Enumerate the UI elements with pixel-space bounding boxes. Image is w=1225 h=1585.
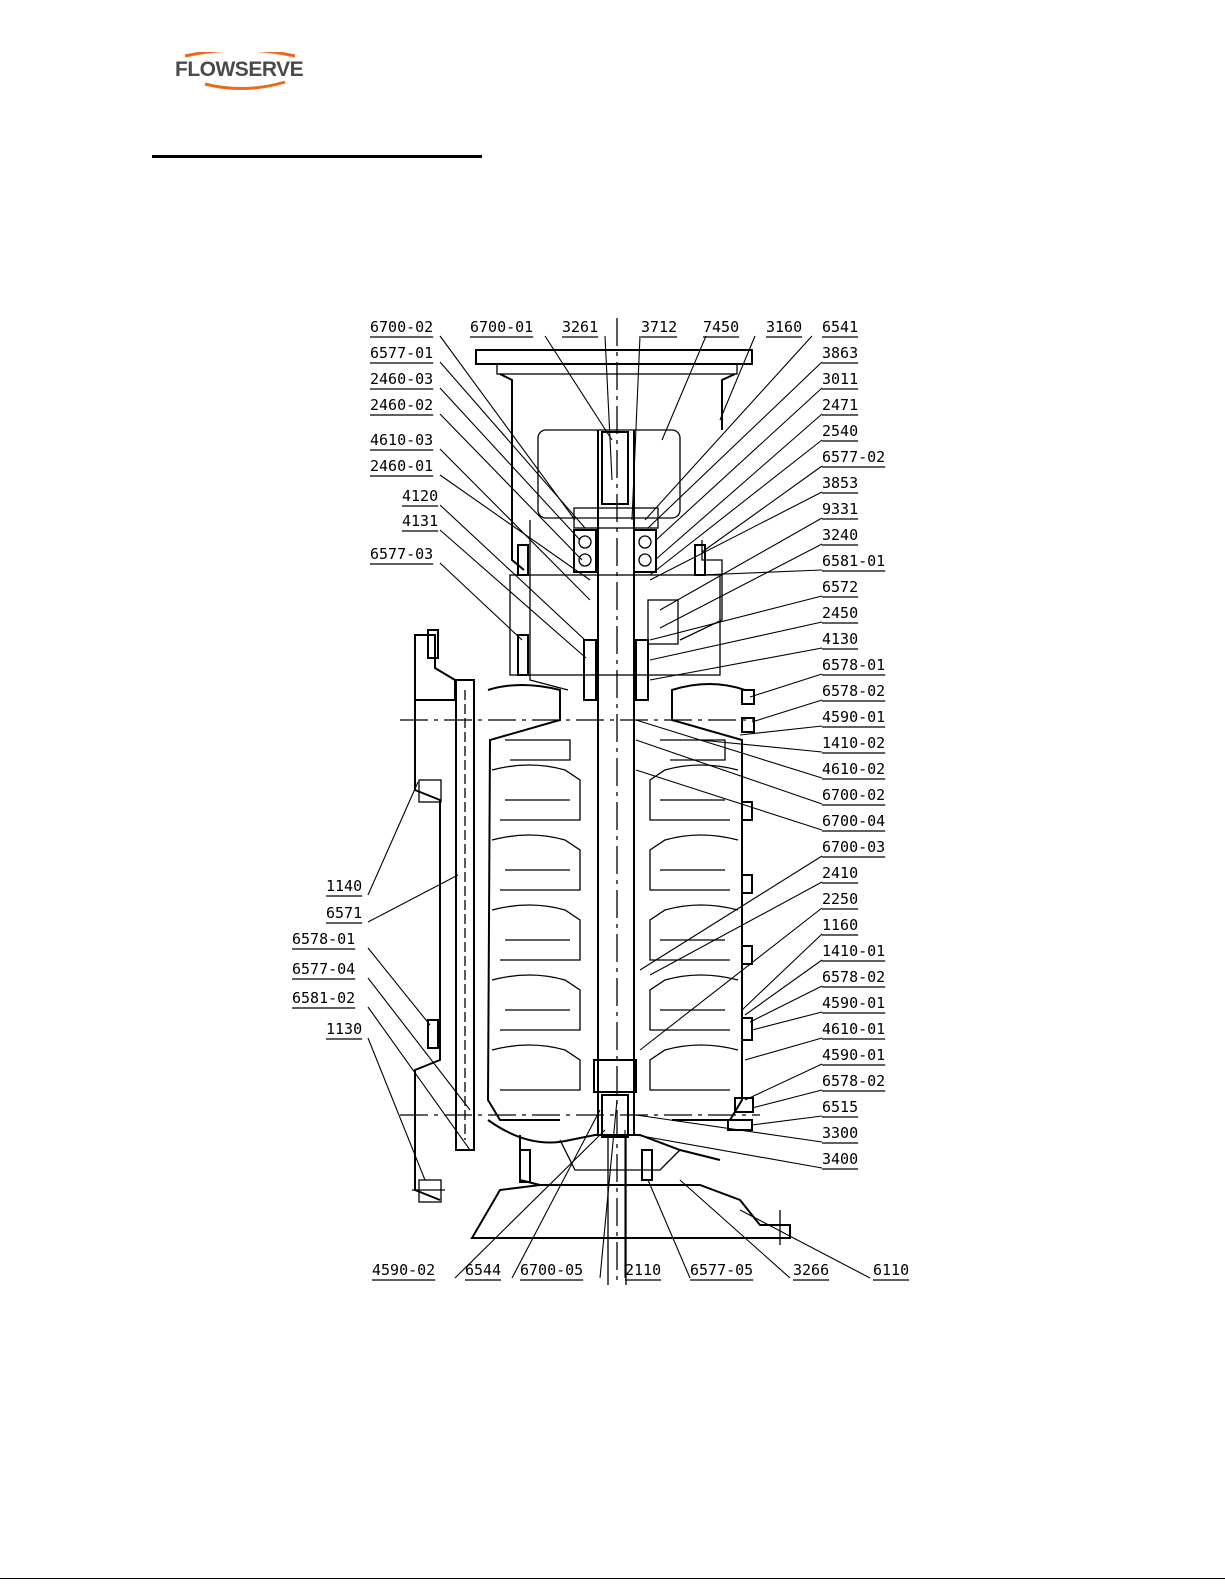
part-label: 2471 bbox=[822, 396, 858, 414]
part-label: 4590-01 bbox=[822, 994, 885, 1012]
part-label: 6577-03 bbox=[370, 545, 433, 563]
part-label: 3160 bbox=[766, 318, 802, 336]
part-label: 1410-01 bbox=[822, 942, 885, 960]
part-label: 2410 bbox=[822, 864, 858, 882]
part-label: 6577-05 bbox=[690, 1261, 753, 1279]
part-label: 4590-01 bbox=[822, 708, 885, 726]
part-label: 3300 bbox=[822, 1124, 858, 1142]
part-label: 6700-02 bbox=[822, 786, 885, 804]
part-label: 4590-01 bbox=[822, 1046, 885, 1064]
part-label: 3863 bbox=[822, 344, 858, 362]
part-label: 2460-03 bbox=[370, 370, 433, 388]
part-label: 2250 bbox=[822, 890, 858, 908]
part-label: 2460-02 bbox=[370, 396, 433, 414]
part-label: 4120 bbox=[402, 487, 438, 505]
stage-diffusers-left bbox=[491, 739, 581, 1091]
part-label: 6700-01 bbox=[470, 318, 533, 336]
part-label: 3011 bbox=[822, 370, 858, 388]
part-label: 6578-02 bbox=[822, 682, 885, 700]
bottom-rule bbox=[0, 1578, 1225, 1579]
part-label: 2460-01 bbox=[370, 457, 433, 475]
part-label: 6571 bbox=[326, 904, 362, 922]
part-label: 6110 bbox=[873, 1261, 909, 1279]
part-label: 4610-03 bbox=[370, 431, 433, 449]
part-label: 6577-02 bbox=[822, 448, 885, 466]
part-label: 7450 bbox=[703, 318, 739, 336]
part-label: 6577-01 bbox=[370, 344, 433, 362]
part-label: 6578-01 bbox=[822, 656, 885, 674]
part-labels: 6700-02 6700-01 3261 3712 7450 3160 6541… bbox=[292, 318, 910, 1281]
part-label: 3261 bbox=[562, 318, 598, 336]
part-label: 1130 bbox=[326, 1020, 362, 1038]
part-label: 1140 bbox=[326, 877, 362, 895]
part-label: 3712 bbox=[641, 318, 677, 336]
part-label: 4131 bbox=[402, 512, 438, 530]
part-label: 6541 bbox=[822, 318, 858, 336]
part-label: 6581-02 bbox=[292, 989, 355, 1007]
part-label: 6578-02 bbox=[822, 968, 885, 986]
part-label: 6578-02 bbox=[822, 1072, 885, 1090]
part-label: 2450 bbox=[822, 604, 858, 622]
leader-lines bbox=[367, 335, 871, 1279]
part-label: 4610-01 bbox=[822, 1020, 885, 1038]
part-label: 4590-02 bbox=[372, 1261, 435, 1279]
brand-name: FLOWSERVE bbox=[175, 58, 304, 81]
part-label: 6577-04 bbox=[292, 960, 355, 978]
header-rule bbox=[152, 155, 482, 158]
part-label: 2540 bbox=[822, 422, 858, 440]
part-label: 6544 bbox=[465, 1261, 501, 1279]
part-label: 6581-01 bbox=[822, 552, 885, 570]
part-label: 6700-02 bbox=[370, 318, 433, 336]
part-label: 3266 bbox=[793, 1261, 829, 1279]
part-label: 6700-03 bbox=[822, 838, 885, 856]
part-label: 4610-02 bbox=[822, 760, 885, 778]
part-label: 6572 bbox=[822, 578, 858, 596]
part-label: 6700-05 bbox=[520, 1261, 583, 1279]
part-label: 3400 bbox=[822, 1150, 858, 1168]
part-label: 4130 bbox=[822, 630, 858, 648]
part-label: 6700-04 bbox=[822, 812, 885, 830]
part-label: 2110 bbox=[625, 1261, 661, 1279]
part-label: 3853 bbox=[822, 474, 858, 492]
part-label: 1410-02 bbox=[822, 734, 885, 752]
part-label: 1160 bbox=[822, 916, 858, 934]
part-label: 3240 bbox=[822, 526, 858, 544]
part-label: 9331 bbox=[822, 500, 858, 518]
stage-diffusers-right bbox=[649, 739, 739, 1091]
part-label: 6515 bbox=[822, 1098, 858, 1116]
part-label: 6578-01 bbox=[292, 930, 355, 948]
